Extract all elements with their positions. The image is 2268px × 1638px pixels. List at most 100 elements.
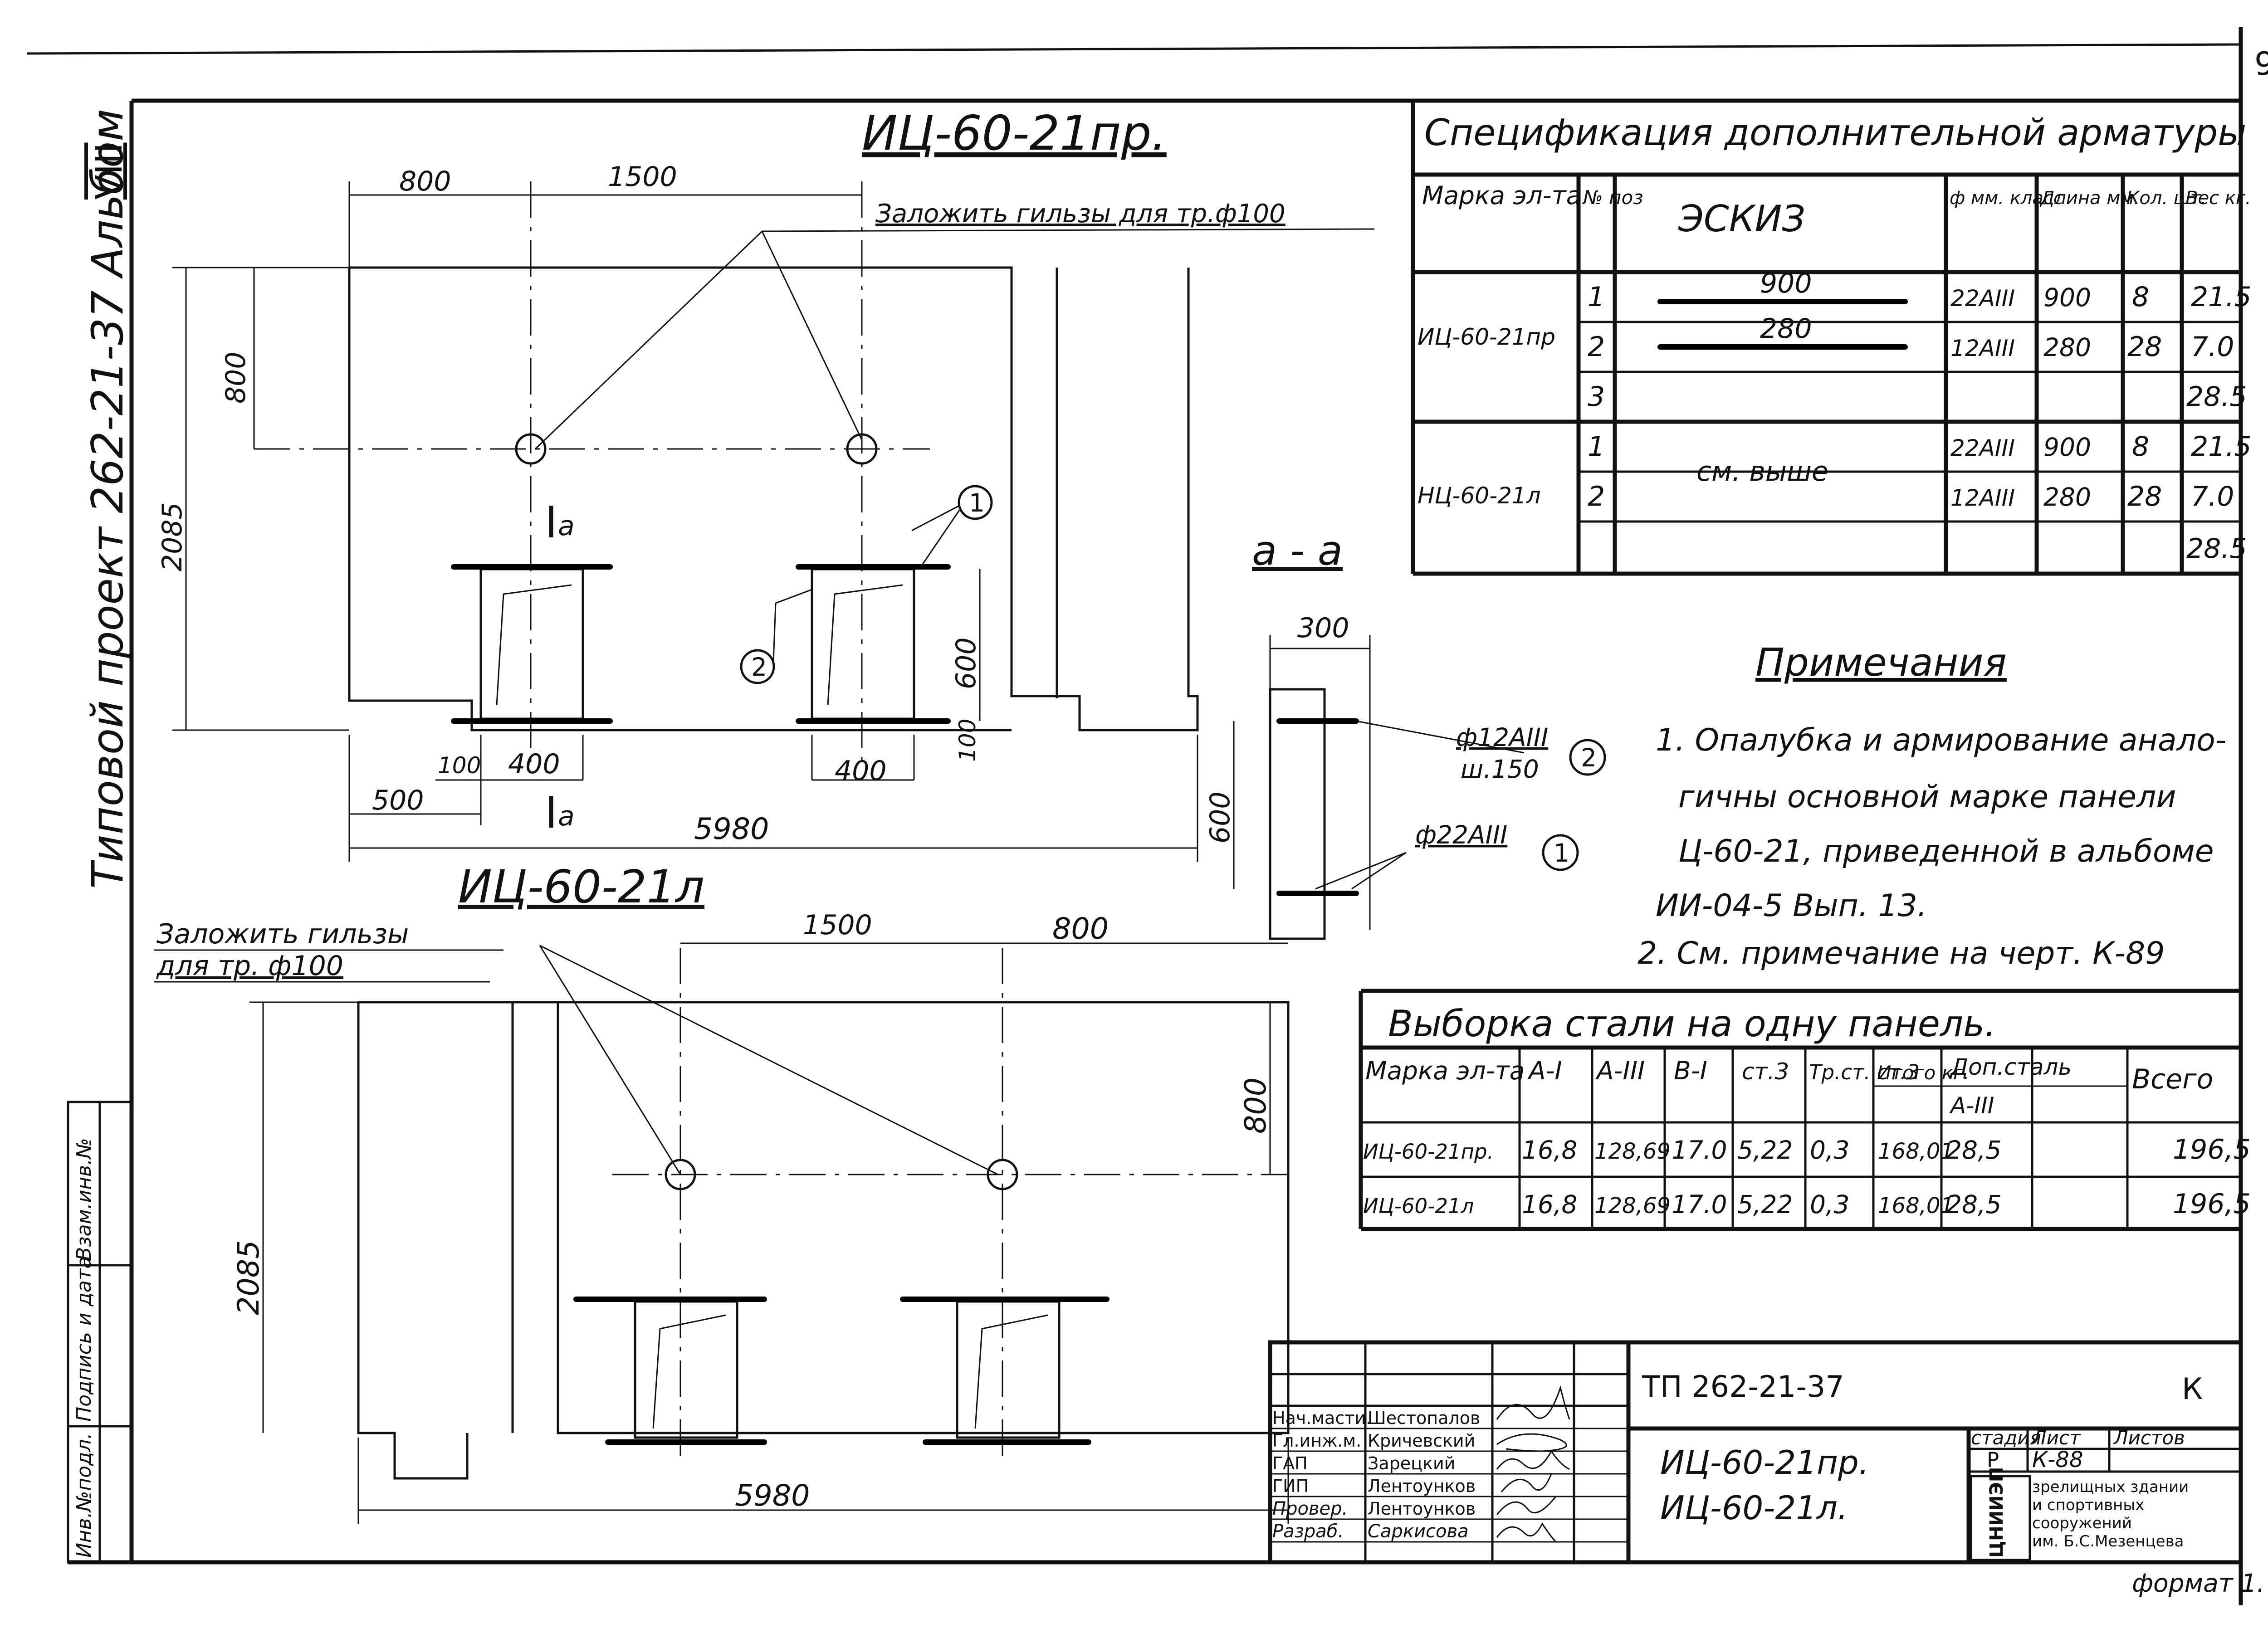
spec-head-mark: Марка эл-та bbox=[1422, 181, 1581, 210]
steel-r2-trst: 0,3 bbox=[1810, 1190, 1849, 1219]
tb-org-line-2: и спортивных bbox=[2032, 1496, 2144, 1514]
steel-head-extra: Доп.сталь bbox=[1950, 1054, 2072, 1080]
spec-r2-dia: 12АIII bbox=[1950, 335, 2015, 361]
tb-role-4: ГИП bbox=[1272, 1476, 1309, 1496]
signature-6 bbox=[1496, 1522, 1557, 1543]
tb-stage: Р bbox=[1987, 1448, 1999, 1472]
tb-designation-2: ИЦ-60-21л. bbox=[1660, 1489, 1848, 1527]
spec-head-len: Длина мм. bbox=[2039, 188, 2140, 209]
spec-r2-weight: 7.0 bbox=[2191, 331, 2234, 363]
section-callout-1: 1 bbox=[1554, 838, 1569, 868]
side-podpis: Подпись и дата bbox=[73, 1257, 96, 1422]
spec-r6-weight: 28.5 bbox=[2186, 533, 2247, 565]
top-rule bbox=[27, 43, 2241, 55]
side-inv-podl: Инв.№подл. bbox=[73, 1433, 96, 1558]
spec-r5-weight: 7.0 bbox=[2191, 481, 2234, 512]
notes-block: Примечания 1. Опалубка и армирование ана… bbox=[1637, 640, 2226, 971]
tb-name-1: Шестопалов bbox=[1368, 1408, 1480, 1428]
section-rebar-1: ф22АIII bbox=[1415, 820, 1507, 849]
tb-org-line-4: им. Б.С.Мезенцева bbox=[2032, 1532, 2184, 1550]
section-height: 600 bbox=[1204, 791, 1236, 843]
steel-subhead-a3: А-III bbox=[1949, 1092, 1994, 1119]
tb-sheet: К-88 bbox=[2032, 1447, 2083, 1472]
tb-role-5: Провер. bbox=[1272, 1498, 1348, 1519]
steel-r1-mark: ИЦ-60-21пр. bbox=[1363, 1140, 1494, 1164]
spec-r1-sketch: 900 bbox=[1760, 268, 1812, 299]
spec-head-dia: ф мм. класс bbox=[1950, 188, 2063, 209]
spec-r2-qty: 28 bbox=[2127, 331, 2162, 363]
spec-r5-qty: 28 bbox=[2127, 481, 2162, 512]
steel-r2-st3: 5,22 bbox=[1737, 1190, 1793, 1219]
side-album-label: VIII bbox=[88, 142, 130, 200]
signature-4 bbox=[1501, 1473, 1552, 1492]
steel-r2-extra: 28,5 bbox=[1946, 1190, 2001, 1219]
spec-head-sketch: ЭСКИЗ bbox=[1678, 198, 1805, 240]
steel-head-mark: Марка эл-та bbox=[1365, 1056, 1525, 1085]
pr-dim-bot-400a: 400 bbox=[508, 748, 560, 780]
section-width: 300 bbox=[1297, 612, 1349, 644]
spec-r3-pos: 3 bbox=[1588, 381, 1605, 413]
page-number: 9 bbox=[2254, 45, 2268, 83]
pl-dim-bottom: 5980 bbox=[735, 1479, 810, 1513]
tb-sheet-mark: К bbox=[2182, 1372, 2203, 1406]
spec-title: Спецификация дополнительной арматуры bbox=[1424, 112, 2246, 154]
spec-r4-sketch: см. выше bbox=[1696, 456, 1828, 487]
pr-dim-left-b: 2085 bbox=[156, 502, 188, 571]
panel-right-title: ИЦ-60-21пр. bbox=[862, 106, 1167, 161]
pr-dim-bot-400b: 400 bbox=[835, 755, 887, 787]
spec-r5-pos: 2 bbox=[1588, 481, 1605, 512]
tb-code: ТП 262-21-37 bbox=[1642, 1370, 1844, 1404]
steel-r1-trst: 0,3 bbox=[1810, 1136, 1849, 1165]
pl-dim-top-a: 1500 bbox=[803, 909, 872, 941]
tb-role-6: Разраб. bbox=[1272, 1521, 1344, 1542]
spec-r2-len: 280 bbox=[2043, 333, 2091, 362]
tb-name-5: Лентоунков bbox=[1368, 1499, 1476, 1519]
side-vzam: Взам.инв.№ bbox=[73, 1138, 96, 1261]
steel-r2-mark: ИЦ-60-21л bbox=[1363, 1194, 1474, 1218]
pl-dim-top-b: 800 bbox=[1052, 912, 1109, 946]
panel-left-note-1: Заложить гильзы bbox=[156, 918, 409, 950]
note-line-1: 1. Опалубка и армирование анало- bbox=[1656, 722, 2226, 758]
spec-r4-pos: 1 bbox=[1588, 431, 1605, 463]
spec-r4-mark: НЦ-60-21л bbox=[1418, 483, 1541, 509]
spec-r5-dia: 12АIII bbox=[1950, 485, 2015, 511]
spec-head-qty: Кол. шт. bbox=[2126, 188, 2206, 209]
note-line-4: ИИ-04-5 Вып. 13. bbox=[1656, 888, 1927, 924]
tb-designation-1: ИЦ-60-21пр. bbox=[1660, 1443, 1869, 1482]
spec-head-weight: Вес кг. bbox=[2185, 188, 2251, 209]
pr-dim-bot-500: 500 bbox=[372, 785, 424, 816]
tb-name-2: Кричевский bbox=[1368, 1431, 1475, 1451]
pr-section-mark-bottom: а bbox=[558, 800, 575, 832]
pl-dim-left: 2085 bbox=[232, 1240, 266, 1315]
spec-r5-len: 280 bbox=[2043, 483, 2091, 512]
section-rebar-2-step: ш.150 bbox=[1461, 755, 1539, 784]
tb-role-1: Нач.масти. bbox=[1272, 1408, 1371, 1428]
signature-1 bbox=[1496, 1385, 1570, 1420]
steel-r2-grand: 196,5 bbox=[2173, 1188, 2251, 1220]
panel-left-title: ИЦ-60-21л bbox=[458, 860, 704, 913]
panel-left-note-2: для тр. ф100 bbox=[156, 950, 343, 982]
pr-dim-bot-100: 100 bbox=[438, 752, 481, 779]
pr-dim-right-100: 100 bbox=[954, 719, 981, 762]
steel-head-a1: А-I bbox=[1527, 1056, 1562, 1085]
steel-head-trst: Тр.ст. ст.3 bbox=[1809, 1060, 1920, 1084]
tb-role-3: ГАП bbox=[1272, 1453, 1308, 1473]
spec-r1-qty: 8 bbox=[2132, 281, 2149, 313]
spec-r1-len: 900 bbox=[2043, 283, 2091, 312]
tb-sheet-label: Лист bbox=[2031, 1427, 2081, 1449]
tb-stage-label: стадия bbox=[1971, 1427, 2041, 1449]
pr-section-mark-top: а bbox=[558, 510, 575, 542]
spec-table: Спецификация дополнительной арматуры Мар… bbox=[1411, 101, 2252, 576]
spec-r4-len: 900 bbox=[2043, 433, 2091, 462]
tb-sheets-label: Листов bbox=[2113, 1427, 2185, 1449]
tb-org-line-1: зрелищных здании bbox=[2032, 1478, 2189, 1496]
spec-head-pos: № поз bbox=[1582, 186, 1643, 209]
steel-r1-total: 168,01 bbox=[1878, 1139, 1954, 1164]
title-block: ТП 262-21-37 К Нач.масти. Шестопалов Гл.… bbox=[1268, 1340, 2243, 1565]
panel-right-drawing: ИЦ-60-21пр. Заложить гильзы для тр.ф100 … bbox=[156, 106, 1375, 862]
steel-r1-a3: 128,69 bbox=[1594, 1139, 1671, 1164]
spec-r1-mark: ИЦ-60-21пр bbox=[1418, 324, 1555, 350]
pr-dim-right-600: 600 bbox=[950, 637, 982, 689]
pr-dim-bot-5980: 5980 bbox=[694, 812, 769, 846]
